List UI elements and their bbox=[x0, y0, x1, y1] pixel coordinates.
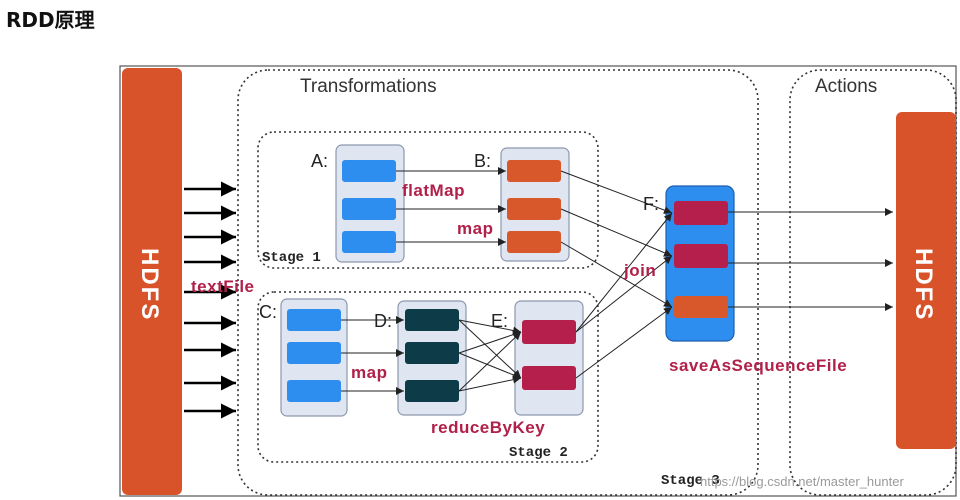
rdd-a-label: A: bbox=[311, 151, 328, 171]
stage2-label: Stage 2 bbox=[509, 445, 568, 461]
partition bbox=[342, 160, 396, 182]
rdd-e bbox=[514, 300, 584, 416]
partition bbox=[342, 198, 396, 220]
shuffle-arrow bbox=[458, 330, 522, 354]
shuffle-arrow bbox=[458, 319, 522, 335]
rdd-c-label: C: bbox=[259, 302, 277, 322]
partition bbox=[405, 380, 459, 402]
join-arrow bbox=[560, 208, 673, 257]
stage2-box bbox=[257, 291, 599, 463]
partition bbox=[674, 244, 728, 268]
partition bbox=[342, 231, 396, 253]
map-stage2-label: map bbox=[351, 363, 387, 382]
partition bbox=[287, 380, 341, 402]
shuffle-arrow bbox=[458, 331, 522, 392]
saveassequencefile-label: saveAsSequenceFile bbox=[669, 356, 847, 375]
partition bbox=[507, 231, 561, 253]
join-arrow bbox=[575, 212, 673, 333]
shuffle-arrow bbox=[458, 375, 522, 392]
map-stage1-label: map bbox=[457, 219, 493, 238]
transformations-label: Transformations bbox=[300, 76, 437, 97]
partition bbox=[522, 366, 576, 390]
join-arrow bbox=[560, 241, 673, 308]
partition bbox=[507, 160, 561, 182]
shuffle-arrow bbox=[458, 319, 522, 379]
rdd-f-label: F: bbox=[643, 194, 659, 214]
partition bbox=[522, 320, 576, 344]
join-arrow bbox=[575, 255, 673, 333]
page-title: RDD原理 bbox=[6, 8, 95, 32]
textfile-label: textFile bbox=[191, 277, 255, 296]
hdfs-source-label: HDFS bbox=[136, 248, 163, 321]
rdd-b-label: B: bbox=[474, 151, 491, 171]
transformations-panel bbox=[237, 69, 759, 496]
join-arrow bbox=[575, 306, 673, 379]
actions-label: Actions bbox=[815, 76, 877, 97]
rdd-d-label: D: bbox=[374, 311, 392, 331]
watermark: https://blog.csdn.net/master_hunter bbox=[700, 474, 904, 489]
shuffle-arrow bbox=[458, 352, 522, 379]
reducebykey-label: reduceByKey bbox=[431, 418, 545, 437]
hdfs-target bbox=[896, 112, 956, 449]
partition bbox=[507, 198, 561, 220]
rdd-e-label: E: bbox=[491, 311, 508, 331]
partition bbox=[674, 201, 728, 225]
partition bbox=[287, 342, 341, 364]
partition bbox=[405, 342, 459, 364]
hdfs-source bbox=[122, 68, 182, 495]
partition bbox=[287, 309, 341, 331]
stage3-label: Stage 3 bbox=[661, 473, 720, 489]
stage1-box bbox=[257, 131, 599, 269]
flatmap-label: flatMap bbox=[402, 181, 465, 200]
join-arrow bbox=[560, 170, 673, 214]
stage1-label: Stage 1 bbox=[262, 250, 321, 266]
partition bbox=[674, 296, 728, 318]
partition bbox=[405, 309, 459, 331]
join-label: join bbox=[623, 261, 656, 280]
hdfs-target-label: HDFS bbox=[910, 248, 937, 321]
